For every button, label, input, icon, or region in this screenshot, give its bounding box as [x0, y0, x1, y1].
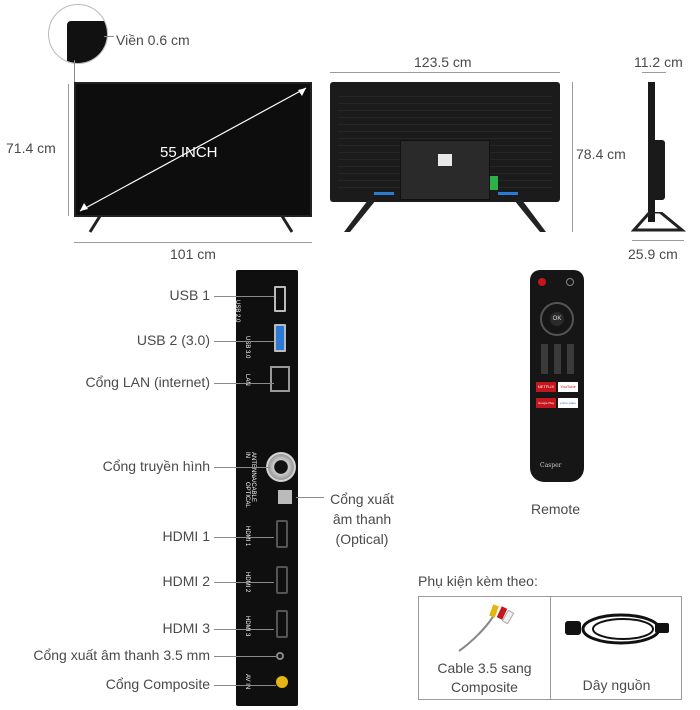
usb1-panel-text: USB 2.0	[234, 300, 240, 323]
usb2-label: USB 2 (3.0)	[136, 332, 210, 348]
accessories-box: Cable 3.5 sang Composite Dây nguồn	[418, 596, 682, 700]
optical-port	[278, 490, 292, 504]
lan-label: Cổng LAN (internet)	[85, 374, 210, 390]
audio-out-label: Cổng xuất âm thanh 3.5 mm	[33, 647, 210, 663]
remote-netflix-button: NETFLIX	[536, 382, 556, 392]
usb2-port	[274, 324, 286, 352]
hdmi3-panel-text: HDMI 3	[244, 616, 250, 637]
hdmi1-port	[276, 520, 288, 548]
hdmi2-label: HDMI 2	[162, 573, 210, 589]
optical-panel-text: OPTICAL	[244, 482, 250, 508]
usb2-panel-text: USB 3.0	[244, 336, 250, 359]
tv-side	[648, 82, 655, 222]
tv-back	[330, 82, 560, 202]
front-stand	[88, 215, 294, 233]
front-height-label: 71.4 cm	[6, 140, 56, 156]
usb1-port	[274, 286, 286, 312]
remote-ok-button: OK	[550, 312, 564, 326]
optical-label: Cổng xuất âm thanh (Optical)	[330, 491, 394, 547]
side-depth-label: 11.2 cm	[634, 54, 683, 70]
hdmi1-label: HDMI 1	[162, 528, 210, 544]
lan-port	[270, 366, 290, 392]
hdmi3-label: HDMI 3	[162, 620, 210, 636]
remote-dpad: OK	[540, 302, 574, 336]
remote-googleplay-button: Google Play	[536, 398, 556, 408]
front-width-label: 101 cm	[170, 246, 216, 262]
stand-depth-label: 25.9 cm	[628, 246, 678, 262]
tv-front: 55 INCH	[74, 82, 312, 217]
audio-jack-port	[276, 652, 284, 660]
port-panel: USB 2.0 USB 3.0 LAN ANTENNA/CABLE IN OPT…	[234, 270, 298, 706]
bezel-label: Viền 0.6 cm	[116, 32, 190, 48]
accessories-title: Phụ kiện kèm theo:	[418, 573, 538, 589]
back-width-label: 123.5 cm	[414, 54, 472, 70]
side-stand	[630, 212, 686, 232]
power-cord-icon	[565, 613, 669, 645]
composite-panel-text: AV IN	[244, 674, 250, 690]
cable-label: Cable 3.5 sang Composite	[437, 660, 532, 695]
remote-brand: Casper	[540, 462, 562, 469]
remote-youtube-button: YouTube	[558, 382, 578, 392]
remote-label: Remote	[531, 501, 581, 517]
hdmi3-port	[276, 610, 288, 638]
bezel-zoom-circle	[48, 4, 108, 64]
back-height-label: 78.4 cm	[576, 146, 626, 162]
remote-control: OK NETFLIX YouTube Google Play prime vid…	[530, 270, 584, 482]
composite-port	[276, 676, 288, 688]
antenna-label: Cổng truyền hình	[102, 458, 210, 474]
composite-cable-icon	[458, 604, 515, 652]
remote-primevideo-button: prime video	[558, 398, 578, 408]
composite-label: Cổng Composite	[105, 676, 210, 692]
back-stand	[344, 200, 546, 232]
screen-size-label: 55 INCH	[160, 144, 218, 161]
antenna-port	[266, 452, 296, 482]
usb1-label: USB 1	[169, 287, 210, 303]
power-cord-label: Dây nguồn	[582, 677, 651, 693]
hdmi2-port	[276, 566, 288, 594]
